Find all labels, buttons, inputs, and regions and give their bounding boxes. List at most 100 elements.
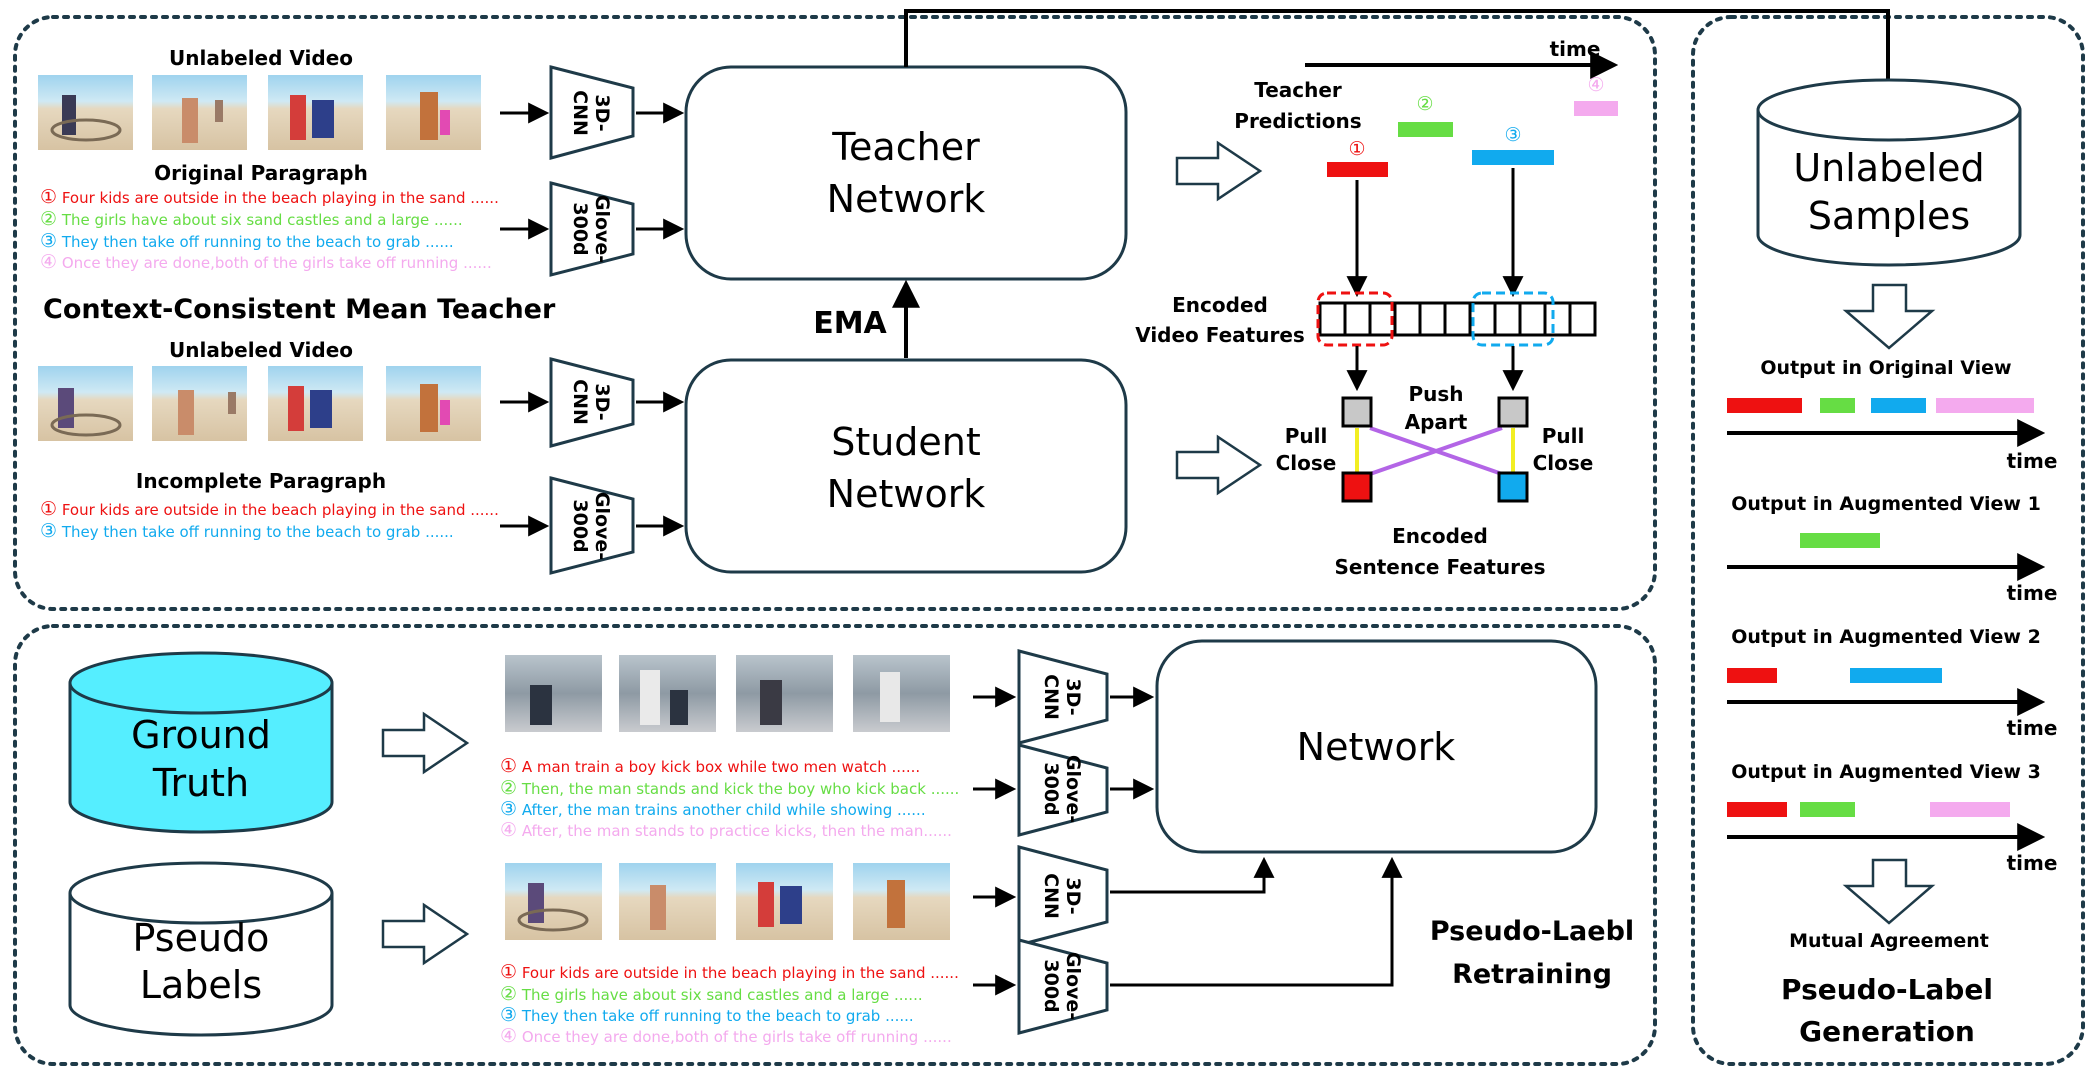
encoders-top: 3D-CNN Glove-300d 3D-CNN Glove-300d (549, 65, 635, 575)
svg-text:Samples: Samples (1808, 194, 1970, 238)
video-frame (505, 655, 602, 732)
sentence-feature-node (1341, 471, 1373, 503)
orig-paragraph-title: Original Paragraph (154, 161, 368, 185)
svg-text:time: time (2007, 851, 2058, 875)
svg-text:①: ① (1348, 138, 1365, 160)
svg-text:Teacher: Teacher (831, 125, 980, 169)
blue-highlight (1471, 291, 1555, 347)
orig-paragraph: ① Four kids are outside in the beach pla… (40, 186, 499, 273)
sentence: ① Four kids are outside in the beach pla… (500, 961, 959, 983)
arrows-to-encoders-bottom (973, 686, 1017, 996)
sentence: ② Then, the man stands and kick the boy … (500, 777, 959, 799)
sentence: ① A man train a boy kick box while two m… (500, 755, 920, 777)
svg-text:3D-CNN: 3D-CNN (1040, 674, 1084, 720)
view-augmented-3: Output in Augmented View 3 time (1727, 761, 2057, 875)
sentence: ① Four kids are outside in the beach pla… (40, 498, 499, 520)
top-video-title-2: Unlabeled Video (169, 338, 353, 362)
view-augmented-1: Output in Augmented View 1 time (1727, 493, 2057, 605)
video-frames-gt (505, 655, 950, 732)
video-frames-mid (38, 366, 481, 441)
teacher-network: Teacher Network (684, 65, 1128, 281)
video-frame (853, 655, 950, 732)
sentence: ③ After, the man trains another child wh… (500, 798, 926, 820)
svg-text:Truth: Truth (152, 761, 249, 805)
svg-text:Unlabeled: Unlabeled (1793, 146, 1984, 190)
student-network: Student Network (684, 358, 1128, 574)
view-augmented-2: Output in Augmented View 2 time (1727, 626, 2057, 740)
sentence: ③ They then take off running to the beac… (40, 520, 454, 542)
svg-text:②: ② (1416, 93, 1433, 115)
video-frame (268, 75, 363, 150)
cnn-encoder: 3D-CNN (549, 357, 635, 448)
sentence: ② The girls have about six sand castles … (40, 208, 463, 230)
video-feature-node (1497, 396, 1529, 428)
cnn-encoder: 3D-CNN (1017, 649, 1109, 745)
svg-text:Network: Network (827, 472, 986, 516)
encoded-video-features (1318, 301, 1597, 337)
pseudo-labels-database: Pseudo Labels (68, 861, 334, 1037)
cnn-encoder: 3D-CNN (549, 65, 635, 160)
video-frame (619, 655, 716, 732)
video-frame (505, 863, 602, 940)
sentence: ④ After, the man stands to practice kick… (500, 819, 952, 841)
video-frames-top (38, 75, 481, 150)
ground-truth-database: Ground Truth (68, 651, 334, 834)
svg-text:Ground: Ground (131, 713, 271, 757)
prediction-bar (1472, 150, 1554, 165)
svg-text:Output in Augmented View 1: Output in Augmented View 1 (1731, 493, 2041, 515)
sentence-feature-node (1497, 471, 1529, 503)
svg-text:③: ③ (1504, 124, 1521, 146)
hollow-arrow (381, 711, 470, 775)
encoders-bottom: 3D-CNN Glove-300d 3D-CNN Glove-300d (1017, 649, 1109, 1035)
video-frame (268, 366, 363, 441)
svg-text:time: time (2007, 581, 2058, 605)
svg-text:Pseudo: Pseudo (133, 916, 270, 960)
arrows-to-networks (636, 102, 685, 537)
contrastive-links (1355, 426, 1515, 476)
video-frame (386, 75, 481, 150)
top-video-title: Unlabeled Video (169, 46, 353, 70)
inc-paragraph-title: Incomplete Paragraph (136, 469, 386, 493)
time-label: time (1550, 37, 1601, 61)
glove-encoder: Glove-300d (1017, 743, 1109, 837)
sentence: ① Four kids are outside in the beach pla… (40, 186, 499, 208)
hollow-arrow (381, 902, 470, 966)
teacher-predictions: ① ② ③ ④ (1327, 74, 1618, 177)
sentence: ② The girls have about six sand castles … (500, 983, 923, 1005)
video-frame (619, 863, 716, 940)
retrain-network: Network (1155, 639, 1598, 854)
video-frame (152, 75, 247, 150)
svg-text:Output in Original View: Output in Original View (1760, 357, 2011, 379)
sentence: ③ They then take off running to the beac… (500, 1004, 914, 1026)
video-frame (38, 75, 133, 150)
glove-encoder: Glove-300d (1017, 938, 1109, 1035)
svg-text:3D-CNN: 3D-CNN (1040, 873, 1084, 919)
section-title: Context-Consistent Mean Teacher (43, 294, 556, 325)
pl-paragraph: ① Four kids are outside in the beach pla… (500, 961, 959, 1047)
video-frame (736, 863, 833, 940)
inc-paragraph: ① Four kids are outside in the beach pla… (40, 498, 499, 542)
svg-text:Output in Augmented View 3: Output in Augmented View 3 (1731, 761, 2041, 783)
svg-text:Glove-300d: Glove-300d (1040, 952, 1084, 1020)
video-feature-node (1341, 396, 1373, 428)
arrows-to-network-bottom (1110, 686, 1403, 987)
red-highlight (1316, 291, 1394, 347)
hollow-arrow-down (1842, 858, 1936, 925)
svg-text:Glove-300d: Glove-300d (569, 492, 613, 560)
video-frame (152, 366, 247, 441)
svg-text:3D-CNN: 3D-CNN (569, 379, 613, 425)
svg-text:3D-CNN: 3D-CNN (569, 90, 613, 136)
hollow-arrow-down (1842, 283, 1936, 350)
svg-text:time: time (2007, 449, 2058, 473)
top-section-border (13, 15, 1657, 611)
svg-text:④: ④ (1587, 74, 1604, 96)
svg-text:time: time (2007, 716, 2058, 740)
